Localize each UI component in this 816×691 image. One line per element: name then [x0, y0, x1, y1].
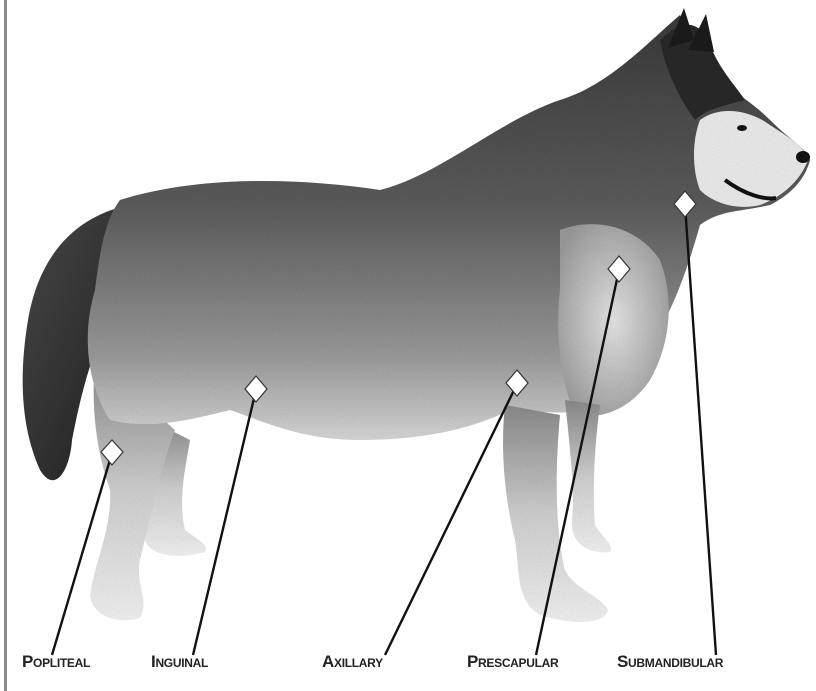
dog-eye	[737, 125, 747, 131]
axillary-label: Axillary	[322, 652, 383, 672]
inguinal-leader-line	[193, 390, 256, 655]
submandibular-label: Submandibular	[617, 652, 723, 672]
popliteal-label: Popliteal	[22, 652, 90, 672]
prescapular-label: Prescapular	[467, 652, 558, 672]
dog-chest	[558, 224, 669, 416]
inguinal-label: Inguinal	[151, 652, 208, 672]
dog-far-front-leg	[565, 400, 611, 552]
submandibular-leader-line	[685, 205, 716, 655]
dog-nose	[796, 151, 810, 163]
